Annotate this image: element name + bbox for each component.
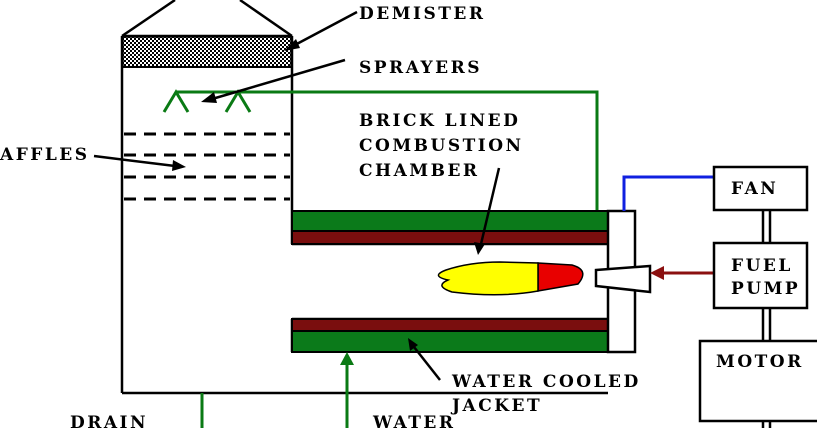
water-label: WATER [372,413,456,428]
baffles [124,132,290,201]
upper-water-jacket [291,210,609,232]
baffles-label: AFFLES [0,145,90,165]
fan-box [712,165,809,212]
water-inlet-arrowhead [340,352,354,365]
leader-arrows [93,10,501,381]
chamber-label-line1: BRICK LINED [359,111,520,131]
sprayers-label: SPRAYERS [359,58,482,78]
demister-label: DEMISTER [359,4,485,24]
flame [437,261,584,296]
air-pipe [622,175,714,211]
demister-mesh [122,36,292,68]
fuel-pipe-arrowhead [650,266,664,280]
motor-label: MOTOR [716,352,804,372]
burner-nozzle [594,264,652,294]
jacket-label-line1: WATER COOLED [451,372,641,392]
fan-label: FAN [731,179,778,199]
fuel-pump-label-line2: PUMP [731,279,800,299]
chamber-label-line2: COMBUSTION [359,136,524,156]
drive-shafts [761,210,772,428]
lower-brick-lining [291,318,609,332]
fuel-pump-box [712,241,809,310]
drain-label: DRAIN [70,413,148,428]
upper-brick-lining [291,230,609,245]
lower-water-jacket [291,330,609,353]
fuel-pump-label-line1: FUEL [731,256,793,276]
jacket-label-line2: JACKET [450,396,542,416]
sprayer-water-pipe [176,90,599,211]
chamber-label-line3: CHAMBER [359,161,480,181]
motor-box [698,339,817,423]
